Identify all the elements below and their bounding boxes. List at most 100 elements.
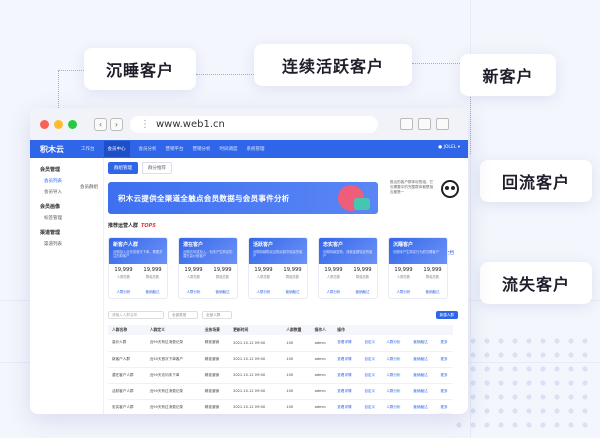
card-analysis-link[interactable]: 人群分析 [396, 290, 411, 294]
table-cell: 2021.10.12 09:00 [229, 399, 283, 414]
row-action-link[interactable]: 更多 [436, 351, 453, 368]
row-action-link[interactable]: 查看详情 [333, 367, 361, 384]
type-select[interactable]: 全部类型 [168, 311, 198, 319]
col-header: 人群数量 [282, 325, 311, 335]
row-action-link[interactable]: 人群分析 [382, 367, 410, 384]
card-desc: 近期加入且完成首次下单，需要关注的新客户 [113, 250, 163, 258]
crowd-table: 人群名称 人群定义 业务场景 更新时间 人群数量 操作人 操作 高价人群近90天… [108, 325, 453, 414]
table-cell: 活跃客户人群 [108, 383, 146, 400]
maximize-window-button[interactable] [68, 120, 77, 129]
row-action-link[interactable]: 营销触达 [409, 351, 437, 368]
row-action-link[interactable]: 人群分析 [382, 351, 410, 368]
nav-item-workbench[interactable]: 工作台 [81, 147, 95, 152]
nav-item-scheduling[interactable]: 时间调度 [219, 147, 238, 152]
chevron-right-icon[interactable]: › [110, 118, 123, 131]
row-action-link[interactable]: 更多 [436, 399, 453, 414]
card-reach-link[interactable]: 营销触达 [425, 290, 440, 294]
card-reach-link[interactable]: 营销触达 [145, 290, 160, 294]
new-crowd-button[interactable]: 新建人群 [435, 311, 458, 319]
section-title: 推荐运营人群 TOP5 [108, 222, 462, 230]
card-reach-link[interactable]: 营销触达 [355, 290, 370, 294]
nav-item-member-center[interactable]: 会员中心 [103, 141, 130, 157]
row-action-link[interactable]: 人群分析 [382, 383, 410, 400]
table-cell: 潜在客户人群 [108, 367, 146, 384]
table-cell: 精准营销 [200, 399, 230, 414]
sidebar-group-channel-mgmt[interactable]: 渠道管理 [40, 230, 61, 236]
row-action-link[interactable]: 营销触达 [409, 399, 437, 414]
row-action-link[interactable]: 查看详情 [333, 351, 361, 368]
card-analysis-link[interactable]: 人群分析 [116, 290, 131, 294]
nav-item-marketing-platform[interactable]: 营销平台 [165, 147, 184, 152]
panda-mascot-icon [441, 180, 459, 198]
sidebar-item-tag-mgmt[interactable]: 标签管理 [44, 216, 62, 221]
row-action-link[interactable]: 查看详情 [333, 399, 361, 414]
row-action-link[interactable]: 自定义 [360, 383, 383, 400]
tab-button[interactable] [418, 118, 431, 130]
table-cell: 新客户人群 [108, 351, 146, 368]
card-title: 沉睡客户 [393, 242, 414, 248]
tab-button[interactable] [400, 118, 413, 130]
tag-active-customers: 连续活跃客户 [254, 44, 412, 86]
row-action-link[interactable]: 更多 [436, 367, 453, 384]
minimize-window-button[interactable] [54, 120, 63, 129]
card-title: 新客户人群 [113, 242, 139, 248]
chevron-left-icon[interactable]: ‹ [94, 118, 107, 131]
nav-item-system[interactable]: 系统管理 [246, 147, 265, 152]
row-action-link[interactable]: 更多 [436, 335, 453, 352]
row-action-link[interactable]: 自定义 [360, 351, 383, 368]
row-action-link[interactable]: 查看详情 [333, 335, 361, 352]
user-menu[interactable]: ● JOLEL ▾ [438, 145, 460, 150]
card-count: 19,999 [353, 267, 372, 273]
table-cell: 近90天有过消费记录 [145, 335, 201, 352]
row-action-link[interactable]: 营销触达 [409, 367, 437, 384]
nav-item-member-analysis[interactable]: 会员分析 [138, 147, 157, 152]
main-content: 群组管理 群分推荐 积木云提供全渠道全触点会员数据与会员事件分析 推出的客户群体… [108, 162, 462, 414]
row-action-link[interactable]: 自定义 [360, 367, 383, 384]
tab-group-recommend[interactable]: 群分推荐 [142, 162, 172, 174]
sidebar-group-member-mgmt[interactable]: 会员管理 [40, 167, 61, 173]
row-action-link[interactable]: 自定义 [360, 335, 383, 352]
card-analysis-link[interactable]: 人群分析 [186, 290, 201, 294]
card-reach-link[interactable]: 营销触达 [285, 290, 300, 294]
sidebar-item-member-list[interactable]: 会员列表 [44, 179, 62, 184]
card-analysis-link[interactable]: 人群分析 [326, 290, 341, 294]
crowd-select[interactable]: 全部人群 [202, 311, 232, 319]
card-reach-link[interactable]: 营销触达 [215, 290, 230, 294]
promo-banner: 积木云提供全渠道全触点会员数据与会员事件分析 [108, 182, 378, 214]
row-action-link[interactable]: 人群分析 [382, 399, 410, 414]
card-count: 19,999 [114, 267, 133, 273]
url-bar[interactable]: ⋮www.web1.cn [130, 116, 378, 133]
tab-group-mgmt[interactable]: 群组管理 [108, 162, 138, 174]
sidebar-item-member-import[interactable]: 会员导入 [44, 190, 62, 195]
row-action-link[interactable]: 营销触达 [409, 383, 437, 400]
row-action-link[interactable]: 营销触达 [409, 335, 437, 352]
col-header: 人群定义 [145, 325, 201, 335]
tab-button[interactable] [436, 118, 449, 130]
more-icon: ⋮ [140, 119, 150, 130]
row-action-link[interactable]: 更多 [436, 383, 453, 400]
nav-item-marketing-analysis[interactable]: 营销分析 [192, 147, 211, 152]
close-window-button[interactable] [40, 120, 49, 129]
card-count-label: 人群总数 [116, 275, 131, 279]
sidebar-group-member-profile[interactable]: 会员画像 [40, 204, 61, 210]
sidebar-item-channel-list[interactable]: 渠道列表 [44, 242, 62, 247]
row-action-link[interactable]: 人群分析 [382, 335, 410, 352]
sidebar-item-member-groups[interactable]: 会员群组 [80, 185, 98, 190]
row-action-link[interactable]: 查看详情 [333, 383, 361, 400]
card-desc: 长期持续复购、消费金额较高的客户 [323, 250, 373, 258]
search-input[interactable]: 请输入人群名称 [108, 311, 164, 319]
row-action-link[interactable]: 自定义 [360, 399, 383, 414]
table-cell: 2021.10.12 09:00 [229, 367, 283, 384]
col-header: 人群名称 [108, 325, 146, 335]
card-analysis-link[interactable]: 人群分析 [256, 290, 271, 294]
